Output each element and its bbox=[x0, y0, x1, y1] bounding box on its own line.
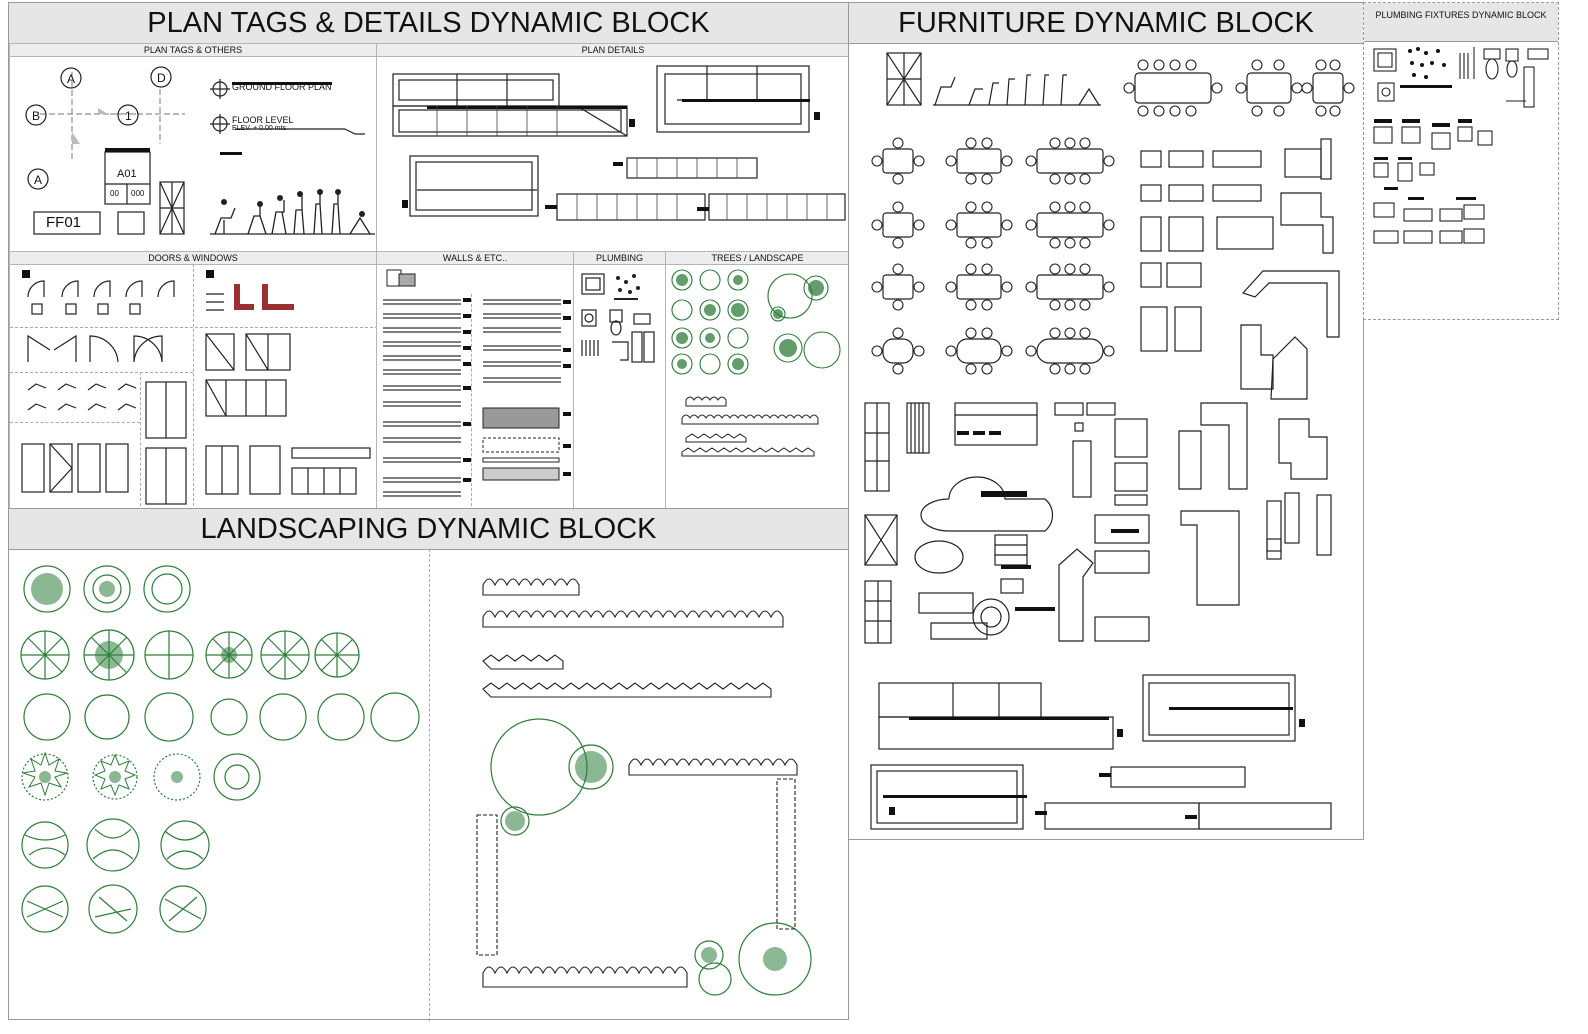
grid-tag-a-bottom: A bbox=[34, 173, 43, 187]
grid-tag-b: B bbox=[32, 109, 41, 123]
plan-tags-details-title: PLAN TAGS & DETAILS DYNAMIC BLOCK bbox=[9, 3, 848, 44]
plan-tags-details-panel: PLAN TAGS & DETAILS DYNAMIC BLOCK PLAN T… bbox=[8, 2, 850, 511]
doors-windows-section: DOORS & WINDOWS bbox=[9, 251, 378, 511]
furniture-title: FURNITURE DYNAMIC BLOCK bbox=[849, 3, 1363, 44]
plumbing-fixtures-drawing bbox=[1373, 47, 1549, 244]
sheet-number-right: 000 bbox=[131, 189, 145, 198]
finish-tag-label: FF01 bbox=[46, 214, 82, 231]
landscaping-drawing bbox=[20, 565, 812, 996]
trees-landscape-title: TREES / LANDSCAPE bbox=[666, 252, 849, 265]
walls-drawing bbox=[383, 269, 571, 497]
plumbing-drawing bbox=[581, 273, 655, 363]
plumbing-fixtures-panel: PLUMBING FIXTURES DYNAMIC BLOCK bbox=[1363, 2, 1559, 320]
landscaping-title: LANDSCAPING DYNAMIC BLOCK bbox=[9, 509, 848, 550]
walls-title: WALLS & ETC.. bbox=[377, 252, 573, 265]
plan-tags-drawing bbox=[25, 66, 375, 235]
plumbing-section: PLUMBING bbox=[573, 251, 666, 510]
plan-tags-others-title: PLAN TAGS & OTHERS bbox=[10, 44, 376, 57]
landscaping-panel: LANDSCAPING DYNAMIC BLOCK bbox=[8, 508, 849, 1021]
plan-tags-others-section: PLAN TAGS & OTHERS bbox=[9, 43, 377, 252]
trees-landscape-section: TREES / LANDSCAPE bbox=[665, 251, 850, 510]
floor-level-label: FLOOR LEVEL bbox=[232, 115, 294, 125]
trees-small-drawing bbox=[671, 269, 841, 457]
plumbing-fixtures-title: PLUMBING FIXTURES DYNAMIC BLOCK bbox=[1364, 3, 1558, 42]
stair-details-drawing bbox=[392, 65, 846, 221]
plumbing-title: PLUMBING bbox=[574, 252, 665, 265]
plan-details-section: PLAN DETAILS bbox=[376, 43, 850, 252]
walls-section: WALLS & ETC.. bbox=[376, 251, 574, 511]
elevation-label: ELEV. + 0.00 mts bbox=[232, 125, 287, 132]
sheet-id-label: A01 bbox=[117, 168, 137, 180]
grid-tag-1: 1 bbox=[125, 109, 132, 123]
furniture-drawing bbox=[864, 52, 1355, 830]
ground-floor-plan-label: GROUND FLOOR PLAN bbox=[232, 82, 332, 92]
doors-windows-drawing bbox=[21, 270, 371, 505]
plan-details-title: PLAN DETAILS bbox=[377, 44, 849, 57]
furniture-panel: FURNITURE DYNAMIC BLOCK bbox=[848, 2, 1364, 840]
grid-tag-a: A bbox=[67, 72, 76, 86]
sheet-number-left: 00 bbox=[110, 189, 119, 198]
grid-tag-d: D bbox=[157, 71, 166, 85]
